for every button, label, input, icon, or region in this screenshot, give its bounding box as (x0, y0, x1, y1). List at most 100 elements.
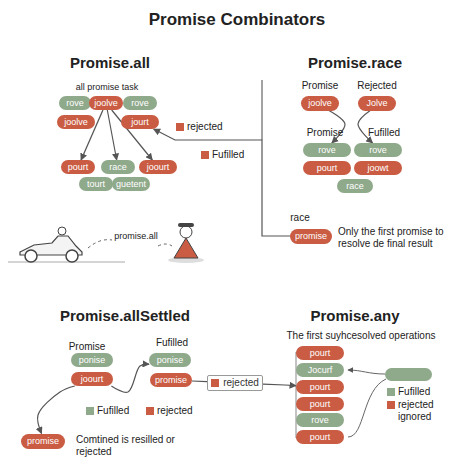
car-wheel (66, 250, 78, 262)
pill-text: promise (27, 437, 59, 446)
legend-text: rejected (157, 405, 193, 417)
note-text: Rejected (347, 80, 407, 92)
pill-text: joowt (367, 164, 388, 173)
junction-line (261, 80, 262, 140)
promise-pill: joolve (301, 96, 339, 111)
promise-pill: pourt (296, 430, 344, 444)
pill-text: pourt (310, 383, 331, 392)
promise-pill: joourt (71, 372, 113, 386)
legend-text: Fufilled (398, 386, 430, 398)
promise-pill: joowt (354, 161, 402, 175)
figure-body (174, 238, 198, 258)
pill-text: promise (295, 232, 327, 241)
pill-text: joolve (64, 118, 88, 127)
note-text: Comtined is resilled or rejected (76, 434, 201, 457)
legend-swatch (201, 151, 209, 159)
result-pill (385, 368, 432, 381)
section-heading: Promise.all (20, 54, 200, 71)
promise-pill: ponise (71, 353, 113, 367)
rejected-swatch (211, 379, 219, 387)
promise-pill: Jolve (358, 96, 396, 111)
promise-pill: rove (296, 413, 344, 427)
figure-hat (178, 223, 194, 227)
note-text: Promise (290, 80, 350, 92)
legend-swatch (176, 123, 184, 131)
pill-text: pourt (317, 164, 338, 173)
flow-arrow (154, 129, 290, 236)
section-heading: Promise.any (265, 307, 445, 324)
note-text: Fufilled (354, 127, 414, 139)
promise-pill: pourt (61, 160, 95, 174)
promise-pill: guetent (112, 177, 150, 191)
legend-swatch (86, 407, 94, 415)
note-text: The first suyhcesolved operations (271, 330, 451, 342)
pill-text: joolve (308, 99, 332, 108)
section-heading: Promise.race (265, 54, 445, 71)
pill-text: rove (369, 146, 387, 155)
promise-pill: pourt (303, 161, 351, 175)
status-box: rejected (207, 375, 263, 391)
note-text: race (280, 212, 320, 224)
pill-text: race (346, 182, 364, 191)
pill-text: pourt (68, 163, 89, 172)
promise-pill: promise (290, 229, 332, 244)
pill-text: joolve (94, 99, 118, 108)
pill-text: race (109, 163, 127, 172)
legend-item: Fufilled (86, 405, 129, 417)
promise-pill: rove (59, 96, 91, 110)
pill-text: jourt (131, 118, 149, 127)
flow-arrow (111, 364, 149, 392)
pill-text: promise (155, 376, 187, 385)
result-line (348, 379, 386, 437)
promise-pill: race (101, 160, 135, 174)
promise-pill: joourt (139, 160, 177, 174)
flow-arrow (192, 380, 207, 382)
legend-text: rejected (187, 121, 223, 133)
promise-pill: tourt (79, 177, 113, 191)
section-heading: Promise.allSettled (25, 307, 225, 324)
note-text: Promise (57, 341, 117, 353)
result-arrow (348, 370, 385, 374)
note-text: all promise task (47, 82, 167, 92)
flow-arrow (38, 386, 75, 434)
flow-arrow (107, 110, 116, 160)
legend-item: rejected (176, 121, 223, 133)
promise-pill: Jocurf (296, 363, 344, 377)
promise-pill: joolve (57, 115, 95, 129)
promise-pill: pourt (296, 380, 344, 394)
car-driver (58, 227, 66, 235)
promise-pill: jourt (121, 115, 159, 129)
promise-pill: pourt (296, 346, 344, 360)
legend-swatch (387, 388, 395, 396)
pill-text: ponise (79, 356, 106, 365)
promise-pill: promise (150, 373, 192, 387)
legend-text: Fufilled (97, 405, 129, 417)
promise-pill: race (337, 179, 373, 193)
pill-text: rove (131, 99, 149, 108)
legend-item: rejected (146, 405, 193, 417)
flow-arrow (358, 111, 373, 144)
ground-line (8, 262, 125, 263)
legend-text: rejected ignored (398, 399, 439, 422)
dashed-path (88, 240, 112, 248)
promise-pill: rove (123, 96, 157, 110)
legend-swatch (387, 401, 395, 409)
legend-item: rejected ignored (387, 399, 439, 422)
flow-arrow (263, 384, 296, 386)
note-text: Only the first promise to resolve de fin… (338, 226, 472, 249)
pill-text: rove (311, 416, 329, 425)
legend-text: Fufilled (212, 149, 244, 161)
flow-arrow (112, 110, 153, 160)
legend-item: Fufilled (201, 149, 244, 161)
note-text: Fufilled (142, 337, 202, 349)
promise-pill: rove (303, 143, 351, 157)
figure-illustration (168, 223, 204, 263)
pill-text: rove (318, 146, 336, 155)
dashed-path (158, 244, 172, 246)
pill-text: pourt (310, 349, 331, 358)
pill-text: rejected (223, 378, 259, 388)
diagram-title: Promise Combinators (0, 10, 474, 30)
pill-text: rove (66, 99, 84, 108)
promise-pill: pourt (296, 397, 344, 411)
